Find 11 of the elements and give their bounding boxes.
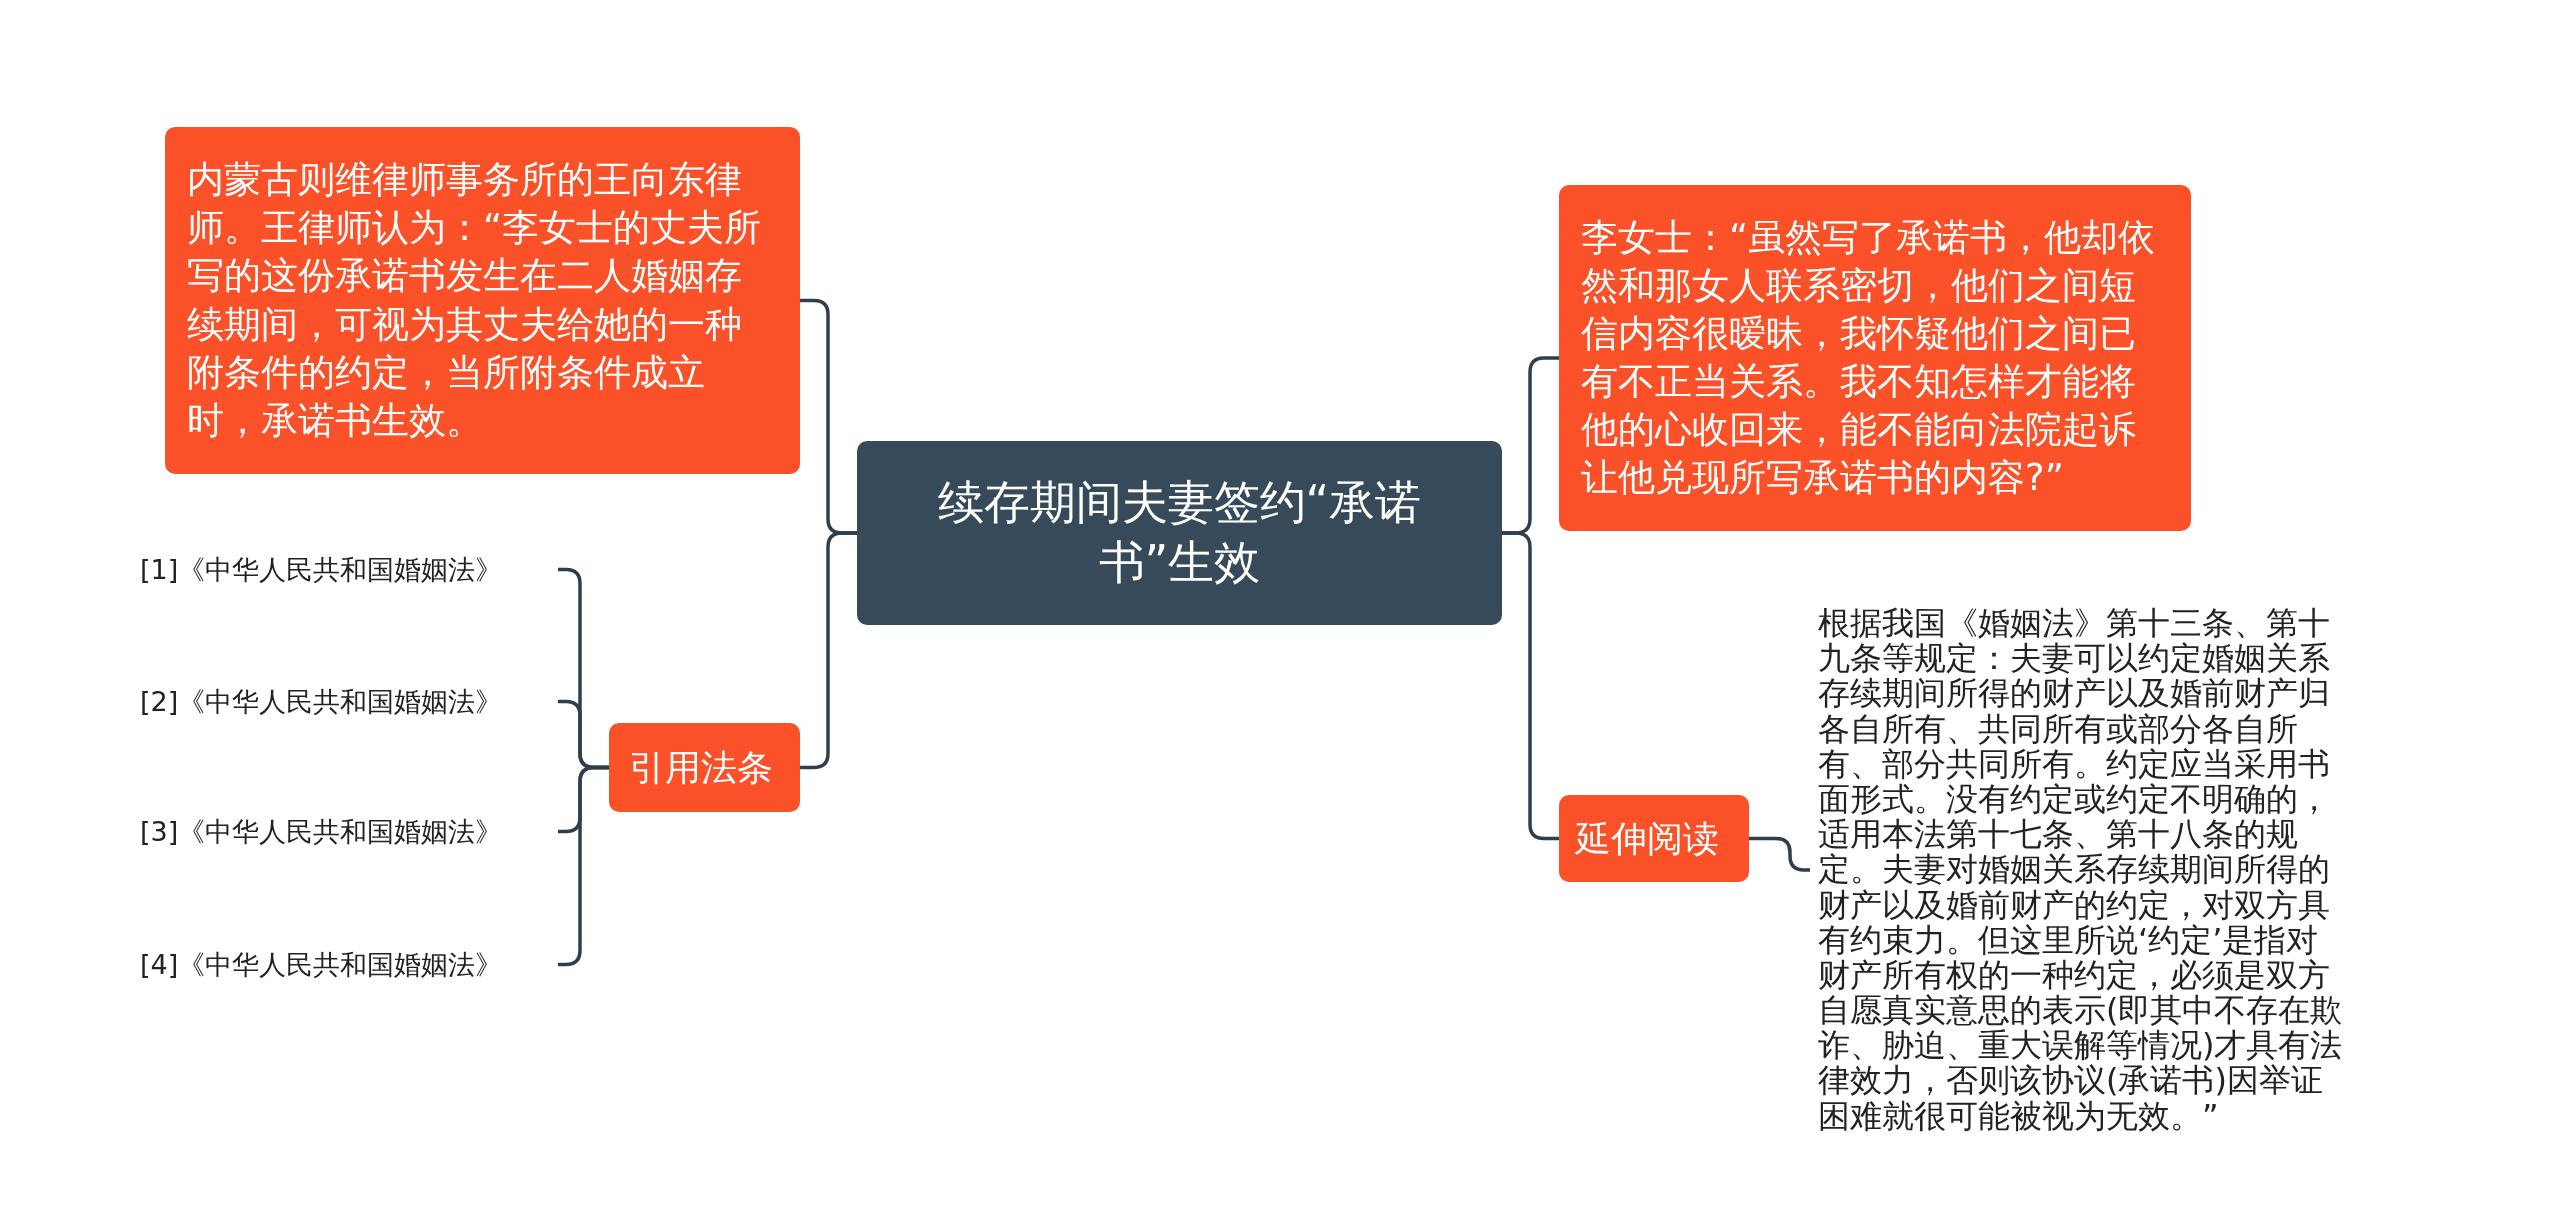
topic-box: 内蒙古则维律师事务所的王向东律师。王律师认为：“李女士的丈夫所写的这份承诺书发生在二人婚姻存续期间，可视为其丈夫给她的一种附条件的约定，当所附条件成立时，承诺书生效。 xyxy=(165,127,800,474)
topic-box: 延伸阅读 xyxy=(1559,795,1749,882)
reference-text: [1]《中华人民共和国婚姻法》 xyxy=(140,552,550,588)
reference-text: [2]《中华人民共和国婚姻法》 xyxy=(140,684,550,720)
reference-text: [3]《中华人民共和国婚姻法》 xyxy=(140,814,550,850)
reference-text: [4]《中华人民共和国婚姻法》 xyxy=(140,947,550,983)
central-topic-box: 续存期间夫妻签约“承诺书”生效 xyxy=(857,441,1502,625)
topic-box: 引用法条 xyxy=(609,723,800,812)
connector-line xyxy=(1749,836,1810,872)
topic-box: 李女士：“虽然写了承诺书，他却依然和那女人联系密切，他们之间短信内容很暧昧，我怀疑他们之间已有不正当关系。我不知怎样才能将他的心收回来，能不能向法院起诉让他兑现所写承诺书的内容?” xyxy=(1559,185,2191,531)
note-text: 根据我国《婚姻法》第十三条、第十九条等规定：夫妻可以约定婚姻关系存续期间所得的财产以及婚前财产归各自所有、共同所有或部分各自所有、部分共同所有。约定应当采用书面形式。没有约定或约定不明确的，适用本法第十七条、第十八条的规定。夫妻对婚姻关系存续期间所得的财产以及婚前财产的约定，对双方具有约束力。但这里所说‘约定’是指对财产所有权的一种约定，必须是双方自愿真实意思的表示(即其中不存在欺诈、胁迫、重大误解等情况)才具有法律效力，否则该协议(承诺书)因举证困难就很可能被视为无效。” xyxy=(1818,606,2348,1134)
